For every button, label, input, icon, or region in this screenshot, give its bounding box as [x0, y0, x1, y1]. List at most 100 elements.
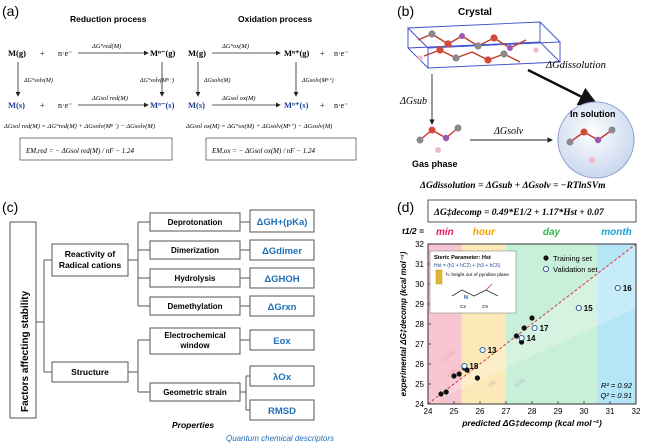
red-m-gas: M(g)	[8, 48, 26, 58]
band-label-day: day	[543, 227, 561, 238]
dg-dissolution-label: ΔGdissolution	[545, 60, 606, 71]
inset-n: N	[464, 295, 468, 301]
dissolution-equation: ΔGdissolution = ΔGsub + ΔGsolv = −RTlnSV…	[419, 181, 606, 191]
descriptor-demethylation: ΔGrxn	[267, 302, 296, 313]
descriptor-electrochemical-window: Eox	[273, 336, 291, 347]
inset-c2: C2	[460, 304, 466, 309]
validation-point	[575, 304, 582, 312]
point-label: 16	[623, 284, 632, 293]
red-arrow-left: ΔG°solv(M)	[23, 77, 53, 84]
group-label-structure: Structure	[71, 367, 109, 377]
red-eq-1: ΔGsol red(M) = ΔG°red(M) + ΔGsolv(Mⁿ⁻) −…	[3, 123, 155, 130]
red-ne-1: n·e⁻	[58, 49, 72, 58]
panel-c: (c) Factors affecting stability	[2, 199, 334, 443]
training-point	[456, 371, 462, 377]
ox-plus-1: +	[320, 49, 325, 58]
x-tick-label: 29	[554, 407, 563, 416]
descriptor-boxes: ΔGH+(pKa) ΔGdimer ΔGHOH ΔGrxn Eox λOx RM…	[249, 209, 315, 421]
validation-point	[479, 346, 486, 354]
ox-eq-1: ΔGsol ox(M) = ΔG°ox(M) + ΔGsolv(Mⁿ⁺) − Δ…	[185, 123, 332, 130]
equation-box	[427, 199, 637, 223]
ox-ne-1: n·e⁻	[334, 49, 348, 58]
t-half-label: t1/2 =	[402, 226, 424, 236]
dg-sub-label: ΔGsub	[399, 96, 427, 107]
band-label-hour: hour	[473, 227, 496, 238]
ox-eq-2: EM,ox = − ΔGsol ox(M) / nF − 1.24	[211, 147, 316, 155]
property-geometric-strain: Geometric strain	[163, 388, 227, 397]
y-tick-label: 24	[415, 400, 424, 409]
root-label: Factors affecting stability	[20, 290, 31, 412]
red-arrow-bottom: ΔGsol red(M)	[91, 95, 128, 102]
dg-solv-label: ΔGsolv	[493, 126, 524, 137]
pct-label-2: 5%	[488, 379, 499, 389]
y-tick-label: 31	[415, 260, 424, 269]
gas-phase-label: Gas phase	[412, 159, 458, 169]
descriptor-dimerization: ΔGdimer	[262, 246, 302, 257]
band-label-min: min	[436, 227, 454, 238]
group-box-reactivity	[51, 243, 129, 277]
property-deprotonation: Deprotonation	[168, 218, 223, 227]
crystal-molecules	[417, 30, 539, 64]
x-tick-label: 27	[502, 407, 511, 416]
training-point	[529, 315, 535, 321]
crystal-label: Crystal	[458, 7, 492, 18]
ox-m-pos-sol: Mⁿ⁺(s)	[284, 100, 309, 110]
inset-formula: Hst = (h1 + hC2) + (h3 + hC5)	[434, 263, 501, 269]
descriptor-deprotonation: ΔGH+(pKa)	[257, 217, 308, 228]
validation-point	[461, 362, 468, 370]
descriptor-hydrolysis: ΔGHOH	[264, 274, 299, 285]
ox-eq-box	[205, 137, 357, 161]
ox-m-sol: M(s)	[188, 100, 205, 110]
descriptor-geometric-strain: λOx	[273, 372, 292, 383]
red-eq-2: EM,red = − ΔGsol red(M) / nF − 1.24	[25, 147, 134, 155]
red-plus-2: +	[40, 101, 45, 110]
dissolution-arrow	[527, 68, 599, 106]
x-tick-label: 26	[476, 407, 485, 416]
x-tick-label: 28	[528, 407, 537, 416]
property-boxes: Deprotonation Dimerization Hydrolysis De…	[149, 212, 241, 402]
training-point	[443, 389, 449, 395]
x-tick-label: 25	[450, 407, 459, 416]
validation-point	[518, 334, 525, 342]
point-label: 14	[527, 334, 536, 343]
band-month	[597, 244, 636, 404]
panel-d: (d) ΔG‡decomp = 0.49*E1/2 + 1.17*Hst + 0…	[397, 199, 641, 428]
tree-connectors	[36, 221, 250, 411]
ox-plus-2: +	[320, 101, 325, 110]
ox-arrow-top: ΔG°ox(M)	[221, 43, 249, 50]
in-solution-label: In solution	[570, 109, 616, 119]
y-tick-label: 27	[415, 340, 424, 349]
group-box-structure	[51, 361, 129, 383]
training-point	[474, 375, 480, 381]
validation-point	[531, 324, 538, 332]
training-point	[451, 373, 457, 379]
red-m-neg-gas: Mⁿ⁻(g)	[150, 48, 176, 58]
x-tick-label: 31	[606, 407, 615, 416]
property-demethylation: Demethylation	[167, 302, 222, 311]
inset-note: h: height out of pyridine plane	[446, 272, 509, 278]
red-arrow-top: ΔG°red(M)	[91, 43, 121, 50]
inset-structure	[451, 289, 499, 297]
point-label: 13	[488, 346, 497, 355]
stat-r2: R² = 0.92	[601, 381, 633, 390]
x-axis-label: predicted ΔG‡decomp (kcal mol⁻¹)	[461, 418, 602, 428]
inset-c5: C5	[482, 304, 488, 309]
ox-m-pos-gas: Mⁿ⁺(g)	[284, 48, 310, 58]
footer-properties: Properties	[172, 420, 214, 430]
training-point	[521, 325, 527, 331]
inset-title: Steric Parameter: Hst	[434, 255, 491, 261]
red-arrow-right: ΔG°solv(Mⁿ⁻)	[139, 77, 174, 84]
point-label: 17	[540, 324, 549, 333]
band-label-month: month	[601, 227, 632, 238]
descriptor-rmsd: RMSD	[268, 406, 296, 417]
regression-equation: ΔG‡decomp = 0.49*E1/2 + 1.17*Hst + 0.07	[433, 207, 605, 218]
red-m-neg-sol: Mⁿ⁻(s)	[150, 100, 175, 110]
red-eq-box	[19, 137, 173, 161]
legend-validation-label: Validation set	[553, 265, 598, 274]
y-axis-label: experimental ΔG‡decomp (kcal mol⁻¹)	[399, 251, 408, 396]
y-tick-label: 28	[415, 320, 424, 329]
red-plus-1: +	[40, 49, 45, 58]
panel-label-a: (a)	[2, 3, 19, 19]
